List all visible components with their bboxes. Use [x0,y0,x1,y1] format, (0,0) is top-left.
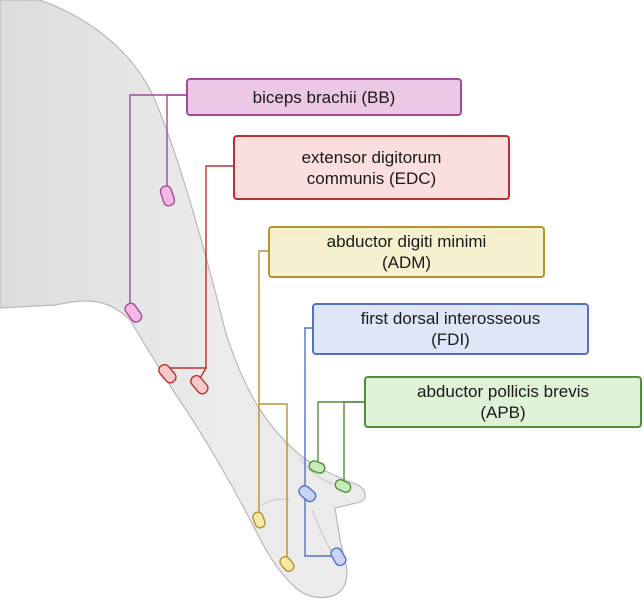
arm-outline [0,0,366,599]
apb-electrode-left [308,460,326,474]
fdi-connector-lines [304,327,338,557]
fdi-electrode-lower [330,547,347,567]
apb-electrode-right [334,479,352,493]
edc-electrode-left [158,363,177,384]
label-edc-line1: extensor digitorum [301,147,442,167]
label-first-dorsal-interosseous: first dorsal interosseous (FDI) [312,303,589,355]
label-apb-line1: abductor pollicis brevis [417,382,589,401]
label-bb-text: biceps brachii (BB) [252,87,396,107]
adm-connector-lines [258,250,288,565]
label-fdi-line2: (FDI) [431,330,470,349]
adm-electrode-lower [279,556,295,572]
fdi-electrode-upper [298,484,317,503]
bb-electrode-lower [124,302,143,323]
label-edc-line2: communis (EDC) [306,168,437,188]
adm-electrode-upper [252,511,266,529]
arm-illustration-icon [0,0,366,599]
emg-electrode-icon [124,185,352,572]
label-abductor-digiti-minimi: abductor digiti minimi (ADM) [268,226,545,278]
label-adm-line2: (ADM) [381,253,432,272]
apb-connector-lines [317,401,364,483]
bb-connector-lines [129,94,186,315]
label-biceps-brachii: biceps brachii (BB) [186,78,462,116]
label-abductor-pollicis-brevis: abductor pollicis brevis (APB) [364,376,642,428]
thumb-crease [299,457,333,485]
label-extensor-digitorum-communis: extensor digitorum communis (EDC) [233,135,510,200]
edc-electrode-right [190,374,209,395]
bb-electrode-upper [159,185,176,207]
label-apb-line2: (APB) [480,403,526,422]
label-fdi-line1: first dorsal interosseous [360,309,541,328]
label-adm-line1: abductor digiti minimi [326,232,487,251]
